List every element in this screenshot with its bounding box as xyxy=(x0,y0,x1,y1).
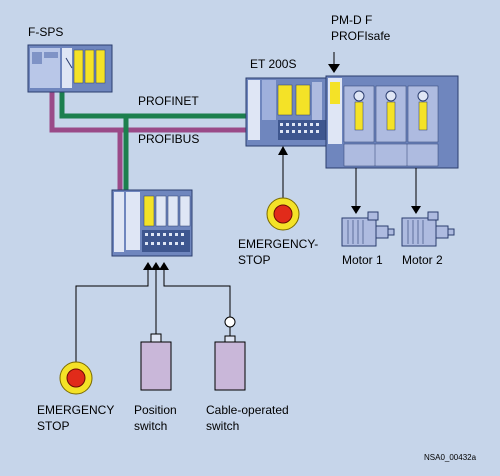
profibus-label: PROFIBUS xyxy=(138,132,199,146)
position-switch-label-line2: switch xyxy=(134,419,167,433)
cable-switch-label-line1: Cable-operated xyxy=(206,403,289,417)
profinet-label: PROFINET xyxy=(138,94,199,108)
top-estop-label-line2: STOP xyxy=(238,253,270,267)
f-sps-label: F-SPS xyxy=(28,25,63,39)
bottom-estop-label-line2: STOP xyxy=(37,419,69,433)
top-estop-connection xyxy=(278,146,288,198)
motor-1-label: Motor 1 xyxy=(342,253,383,267)
bottom-emergency-stop xyxy=(59,361,93,395)
pmdf-pointer-arrow xyxy=(328,52,340,73)
pm-d-f-power-module xyxy=(325,75,459,169)
position-switch-label-line1: Position xyxy=(134,403,177,417)
profinet-cable xyxy=(59,88,250,195)
position-switch xyxy=(140,333,172,391)
top-estop-label-line1: EMERGENCY- xyxy=(238,237,318,251)
top-emergency-stop xyxy=(266,197,300,231)
figure-code: NSA0_00432a xyxy=(424,453,477,462)
cable-switch-label-line2: switch xyxy=(206,419,239,433)
cable-operated-switch xyxy=(214,316,246,391)
et200s-label: ET 200S xyxy=(250,57,296,71)
bottom-estop-label-line1: EMERGENCY xyxy=(37,403,114,417)
f-sps-controller xyxy=(27,44,113,93)
distributed-io-station xyxy=(111,189,193,257)
profibus-cable xyxy=(49,88,248,195)
motor-connections xyxy=(351,168,421,214)
motor-2 xyxy=(401,211,455,247)
io-input-arrows xyxy=(143,262,169,270)
sensor-wiring xyxy=(75,270,231,362)
motor-2-label: Motor 2 xyxy=(402,253,443,267)
motor-1 xyxy=(341,211,395,247)
pmdf-label-line2: PROFIsafe xyxy=(331,29,391,43)
pmdf-label-line1: PM-D F xyxy=(331,13,372,27)
